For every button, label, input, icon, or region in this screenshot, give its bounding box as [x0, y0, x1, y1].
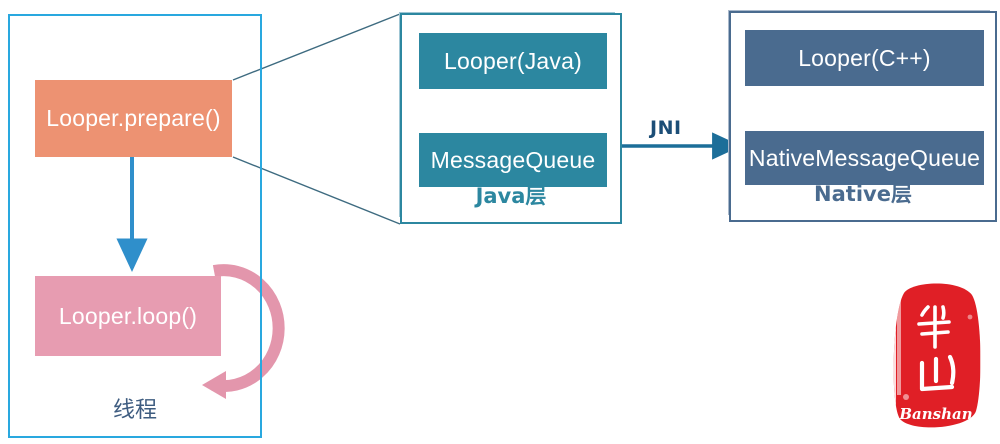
node-looper-cpp[interactable]: Looper(C++): [745, 30, 984, 86]
native-layer-caption: Native层: [814, 182, 912, 206]
node-looper-prepare[interactable]: Looper.prepare(): [35, 80, 232, 157]
node-looper-loop[interactable]: Looper.loop(): [35, 276, 221, 356]
java-layer-panel: Looper(Java) MessageQueue Java层: [400, 13, 622, 224]
native-layer-panel: Looper(C++) NativeMessageQueue Native层: [729, 11, 997, 222]
node-native-message-queue[interactable]: NativeMessageQueue: [745, 131, 984, 185]
red-seal-stamp-icon: Banshan: [886, 277, 986, 437]
node-looper-java[interactable]: Looper(Java): [419, 33, 607, 89]
jni-bridge-label: JNI: [650, 117, 682, 139]
thread-panel: [8, 14, 262, 438]
thread-panel-caption: 线程: [112, 398, 157, 423]
node-message-queue[interactable]: MessageQueue: [419, 133, 607, 187]
seal-latin-text: Banshan: [898, 405, 972, 423]
java-layer-caption: Java层: [475, 184, 547, 208]
